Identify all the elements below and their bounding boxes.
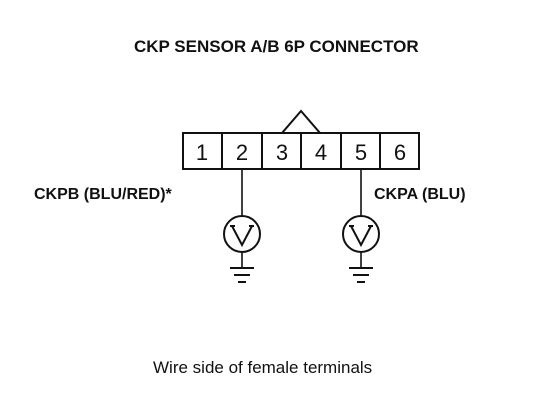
ground-icon xyxy=(349,267,373,283)
pin-3-label: 3 xyxy=(276,140,288,165)
wire-ckpb-label: CKPB (BLU/RED)* xyxy=(34,186,173,203)
wire-ckpb: CKPB (BLU/RED)* xyxy=(34,169,261,283)
diagram-caption: Wire side of female terminals xyxy=(153,358,372,377)
pin-2-label: 2 xyxy=(236,140,248,165)
connector-lock-tab xyxy=(281,109,321,134)
diagram-title: CKP SENSOR A/B 6P CONNECTOR xyxy=(134,37,419,56)
ground-icon xyxy=(230,267,254,283)
voltmeter-icon xyxy=(223,215,261,253)
pin-6-label: 6 xyxy=(394,140,406,165)
voltmeter-icon xyxy=(342,215,380,253)
pin-1-label: 1 xyxy=(196,140,208,165)
wire-ckpa: CKPA (BLU) xyxy=(342,169,466,283)
pin-4-label: 4 xyxy=(315,140,327,165)
pin-5-label: 5 xyxy=(355,140,367,165)
connector-6p: 1 2 3 4 5 6 xyxy=(182,109,420,170)
wire-ckpa-label: CKPA (BLU) xyxy=(374,186,466,203)
